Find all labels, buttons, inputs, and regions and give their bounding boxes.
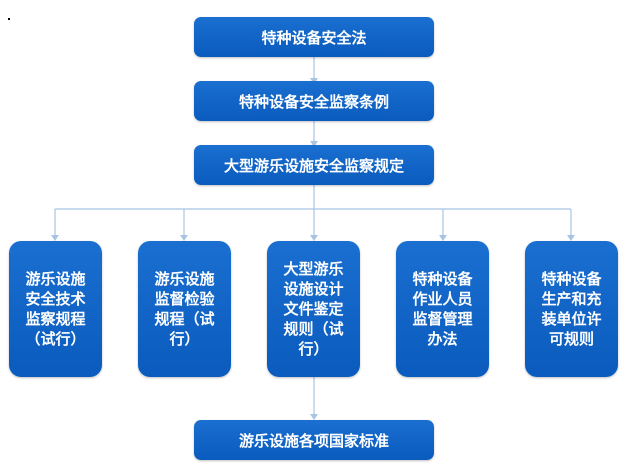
node-label: 大型游乐设施安全监察规定 xyxy=(223,156,404,175)
node-label: 特种设备 作业人员 监督管理 办法 xyxy=(412,270,473,348)
node-special-equipment-safety-law: 特种设备安全法 xyxy=(194,17,434,57)
arrowhead-branch-5 xyxy=(567,235,575,241)
node-safety-supervision-regulations: 特种设备安全监察条例 xyxy=(194,81,434,121)
arrowhead-branch-2 xyxy=(180,235,188,241)
node-branch-1: 游乐设施 安全技术 监察规程 （试行） xyxy=(9,241,102,377)
arrowhead-branch-1 xyxy=(51,235,59,241)
node-label: 游乐设施 安全技术 监察规程 （试行） xyxy=(25,270,86,348)
arrowhead-third xyxy=(310,141,318,147)
node-label: 特种设备安全法 xyxy=(261,28,367,47)
node-branch-5: 特种设备 生产和充 装单位许 可规则 xyxy=(525,241,618,377)
node-branch-2: 游乐设施 监督检验 规程（试 行） xyxy=(138,241,231,377)
node-large-amusement-rules: 大型游乐设施安全监察规定 xyxy=(194,145,434,185)
node-label: 特种设备 生产和充 装单位许 可规则 xyxy=(541,270,602,348)
node-label: 游乐设施 监督检验 规程（试 行） xyxy=(154,270,215,348)
node-branch-4: 特种设备 作业人员 监督管理 办法 xyxy=(396,241,489,377)
node-label: 游乐设施各项国家标准 xyxy=(238,431,389,450)
stray-dot xyxy=(8,18,10,20)
arrowhead-branch-4 xyxy=(439,235,447,241)
node-national-standards: 游乐设施各项国家标准 xyxy=(194,420,434,460)
node-label: 大型游乐 设施设计 文件鉴定 规则（试 行） xyxy=(283,260,344,358)
node-branch-3: 大型游乐 设施设计 文件鉴定 规则（试 行） xyxy=(267,241,360,377)
arrowhead-bottom xyxy=(310,414,318,420)
node-label: 特种设备安全监察条例 xyxy=(238,92,389,111)
arrowhead-branch-3 xyxy=(310,235,318,241)
